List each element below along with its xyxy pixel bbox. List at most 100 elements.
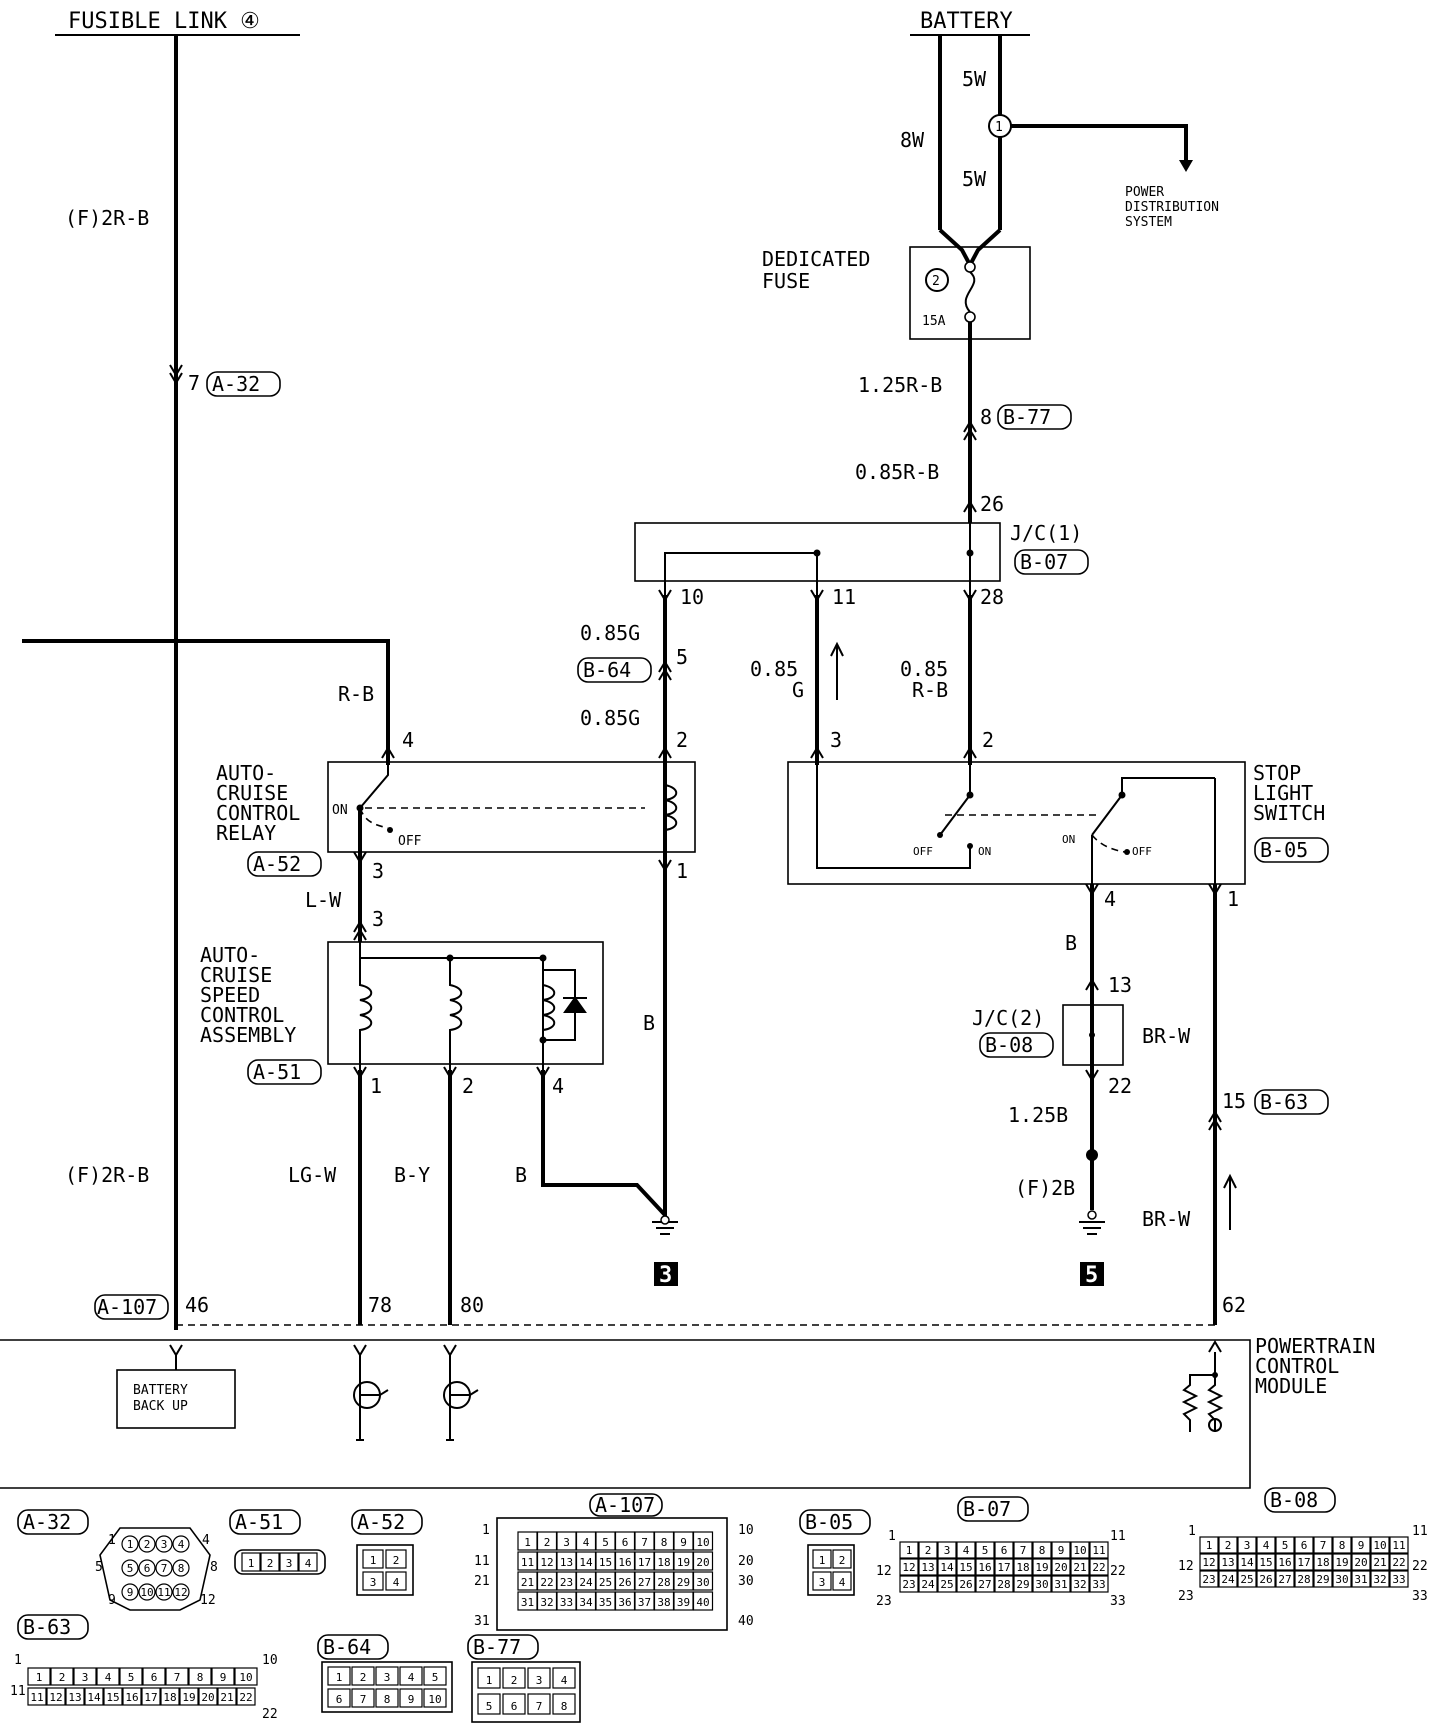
connector-pin-number: 23 — [1202, 1573, 1215, 1586]
power-dist-line3: SYSTEM — [1125, 215, 1172, 230]
connector-pin-number: 1 — [370, 1554, 377, 1567]
connector-pin-number: 28 — [997, 1578, 1010, 1591]
connector-pin-number: 15 — [1259, 1556, 1272, 1569]
connector-pin-number: 5 — [486, 1700, 493, 1713]
connector-tag-a107 — [94, 1294, 169, 1320]
pull-up-resistor-icon — [1181, 1352, 1224, 1432]
connector-pin-number: 17 — [144, 1691, 157, 1704]
wire-label-5w-top: 5W — [962, 67, 987, 91]
view-tag-a107 — [589, 1493, 663, 1517]
pin-2-switch-mark — [963, 746, 977, 759]
ground-3-badge — [654, 1262, 678, 1286]
relay-contact-arm — [359, 765, 389, 809]
connector-pin-cell — [96, 1667, 120, 1686]
connector-pin-number: 36 — [618, 1596, 631, 1609]
connector-pin-cell — [1218, 1536, 1238, 1554]
connector-pin-circle — [172, 1559, 190, 1577]
view-b07-num-23: 23 — [876, 1594, 892, 1609]
connector-pin-cell — [1332, 1553, 1352, 1571]
connector-pin-number: 14 — [940, 1561, 954, 1574]
connector-pin-cell — [351, 1688, 375, 1708]
connector-pin-cell — [385, 1549, 407, 1569]
view-tag-b64 — [317, 1634, 389, 1660]
pin-26: 26 — [980, 492, 1004, 516]
connector-pin-cell — [692, 1531, 714, 1551]
view-b63-num-22: 22 — [262, 1707, 278, 1722]
view-b07-num-1: 1 — [888, 1529, 896, 1544]
connector-pin-number: 1 — [36, 1671, 43, 1684]
battery-label: BATTERY — [920, 9, 1013, 34]
connector-pin-cell — [812, 1571, 832, 1591]
connector-b63-mark — [1208, 1110, 1222, 1131]
pin-3-switch-mark — [810, 746, 824, 759]
connector-pin-number: 6 — [511, 1700, 518, 1713]
connector-pin-number: 13 — [560, 1556, 573, 1569]
stop-pivot-1 — [966, 791, 974, 799]
connector-pin-number: 33 — [1392, 1573, 1405, 1586]
connector-pin-number: 30 — [1035, 1578, 1048, 1591]
diode-junction-dot — [539, 1036, 547, 1044]
diode-icon — [563, 996, 587, 1013]
wire-label-085g-a: 0.85G — [580, 621, 640, 645]
pin-3-switch: 3 — [830, 728, 842, 752]
connector-pin-cell — [975, 1575, 995, 1593]
view-label-b64: B-64 — [323, 1635, 371, 1659]
connector-pin-circle — [155, 1559, 173, 1577]
pcm-pin-80-mark — [443, 1344, 457, 1357]
connector-pin-number: 7 — [641, 1536, 648, 1549]
connector-pin-number: 3 — [161, 1538, 168, 1551]
wire-label-rb: R-B — [338, 682, 374, 706]
connector-pin-number: 4 — [583, 1536, 590, 1549]
connector-pin-cell — [918, 1541, 938, 1559]
connector-pin-number: 3 — [944, 1544, 951, 1557]
view-a32-num-1: 1 — [108, 1533, 116, 1548]
connector-pin-cell — [994, 1558, 1014, 1576]
connector-pin-cell — [1199, 1553, 1219, 1571]
connector-pin-number: 4 — [178, 1538, 185, 1551]
connector-pin-cell — [1218, 1553, 1238, 1571]
wire-label-085rb: 0.85R-B — [855, 460, 939, 484]
stop-internal-loop — [816, 765, 971, 869]
connector-pin-number: 2 — [544, 1536, 551, 1549]
connector-pin-number: 32 — [540, 1596, 553, 1609]
connector-pin-cell — [385, 1571, 407, 1591]
connector-pin-number: 9 — [1058, 1544, 1065, 1557]
connector-pin-cell — [1199, 1536, 1219, 1554]
connector-pin-number: 10 — [239, 1671, 252, 1684]
jc1-internal-bus — [664, 552, 818, 595]
view-a107-num-1: 1 — [482, 1523, 490, 1538]
connector-pin-cell — [832, 1549, 852, 1569]
connector-pin-number: 34 — [579, 1596, 593, 1609]
connector-pin-cell — [423, 1688, 447, 1708]
pcm-label-1: POWERTRAIN — [1255, 1334, 1375, 1358]
connector-pin-cell — [1370, 1553, 1390, 1571]
pin-10: 10 — [680, 585, 704, 609]
connector-pin-cell — [994, 1541, 1014, 1559]
view-a107-num-21: 21 — [474, 1574, 490, 1589]
pin-28: 28 — [980, 585, 1004, 609]
connector-pin-number: 16 — [618, 1556, 631, 1569]
connector-pin-number: 40 — [696, 1596, 709, 1609]
dedicated-fuse-label2: FUSE — [762, 269, 810, 293]
pcm-input-dot — [1212, 1372, 1218, 1378]
connector-pin-number: 20 — [201, 1691, 214, 1704]
pcm-pin-62-mark — [1208, 1340, 1222, 1353]
connector-pin-cell — [1351, 1536, 1371, 1554]
relay-off-contact — [387, 827, 393, 833]
view-tag-a32 — [17, 1509, 89, 1535]
view-a107-shell — [496, 1517, 728, 1631]
view-tag-a51 — [229, 1509, 301, 1535]
connector-pin-number: 7 — [161, 1562, 168, 1575]
wire-label-085rb-1: 0.85 — [900, 657, 948, 681]
connector-pin-cell — [188, 1667, 212, 1686]
connector-pin-number: 11 — [1092, 1544, 1105, 1557]
transistor-1-leads — [356, 1380, 389, 1441]
pin-78: 78 — [368, 1293, 392, 1317]
connector-pin-number: 1 — [524, 1536, 531, 1549]
connector-pin-number: 8 — [661, 1536, 668, 1549]
connector-pin-cell — [1389, 1536, 1409, 1554]
